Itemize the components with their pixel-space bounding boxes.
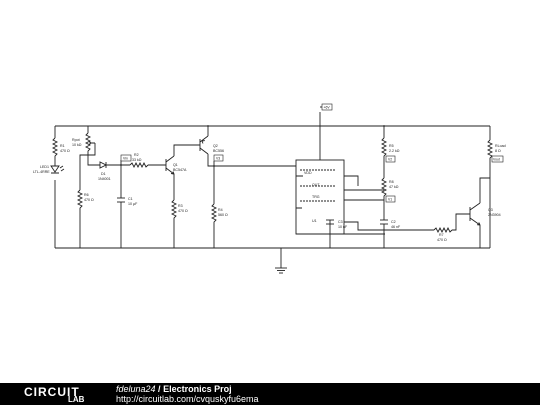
capacitor-c3: C3 10 nF [326,219,348,229]
u1-out-pin: OUT [312,183,320,187]
rpot-wire [87,126,100,166]
vin-label: Vin [123,157,128,161]
resistor-r8: R8 47 kΩ [380,177,399,198]
u1-name: U1 [312,219,317,223]
vcc-label: +6V [324,106,331,110]
r4-value: 560 Ω [218,213,228,217]
resistor-r5: R5 2.2 kΩ [380,137,400,158]
d1-value: 1N4001 [98,177,111,181]
resistor-r2: R2 33 kΩ [129,153,149,169]
r3-value: 470 Ω [178,209,188,213]
r1-value: 470 Ω [60,149,70,153]
q1-name: Q1 [173,163,178,167]
resistor-rload: RLoad 8 Ω [486,139,506,160]
rpot-name: Rpot [72,138,80,142]
q3-value: 2N3904 [488,213,501,217]
q1-value: BC547A [173,168,187,172]
ground-symbol [275,267,287,274]
rload-name: RLoad [495,144,506,148]
r8-name: R8 [389,180,394,184]
vcc-tag: +6V [320,103,333,111]
r6-value: 470 Ω [84,198,94,202]
q1-collector-wire [173,144,200,156]
r7-name: R7 [439,233,444,237]
r3-name: R3 [178,204,183,208]
junction-r5-top [383,125,385,127]
project-byline: fdeluna24 / Electronics Proj [116,384,232,394]
q2-name: Q2 [213,144,218,148]
footer-bar: CIRCUIT LAB fdeluna24 / Electronics Proj… [0,383,540,405]
r7-value: 470 Ω [437,238,447,242]
r1-name: R1 [60,144,65,148]
u1-vdd-pin: VDD [304,171,312,175]
ic-u1: VDD OUT TRG U1 [295,159,345,235]
capacitor-c1: C1 10 µF [117,197,138,206]
u1-right-wires [344,175,384,201]
c2-name: C2 [391,220,396,224]
v2-tag: V2 [385,155,396,163]
resistor-r6: R6 470 Ω [76,189,94,210]
led1-name: LED1 [40,165,49,169]
resistor-r3: R3 470 Ω [170,199,188,220]
c3-value: 10 nF [338,225,348,229]
r7-wire [344,213,470,231]
circuit-schematic: +6V R1 470 Ω LED1 LTL-4RRE Rpot 10 kΩ R6… [33,103,506,274]
rpot-value: 10 kΩ [72,143,82,147]
v2-label: V2 [388,158,392,162]
byline-separator: / [155,384,164,394]
q3-collector-wire [479,177,490,203]
c3-name: C3 [338,220,343,224]
author-link[interactable]: fdeluna24 [116,384,156,394]
vout-tag: Vout [491,155,504,163]
r8-value: 47 kΩ [389,185,399,189]
logo-text-top: CIRCUIT [24,385,80,399]
circuitlab-logo: CIRCUIT LAB [24,385,94,404]
r4-name: R4 [218,208,223,212]
v1-tag: V1 [385,195,396,203]
rload-value: 8 Ω [495,149,501,153]
transistor-q1: Q1 BC547A [165,155,187,175]
v1-label: V1 [388,198,392,202]
u1-left-wires [296,175,303,209]
resistor-r4: R4 560 Ω [210,203,228,224]
led-led1: LED1 LTL-4RRE [33,165,65,174]
v3-tag: V3 [213,154,224,166]
r2-name: R2 [134,153,139,157]
logo-text-bottom: LAB [68,395,85,404]
transistor-q2: Q2 BC556 [199,135,224,155]
v3-label: V3 [216,157,220,161]
r6-name: R6 [84,193,89,197]
u1-trg-pin: TRG [312,195,320,199]
resistor-r7: R7 470 Ω [433,226,453,242]
project-url-link[interactable]: http://circuitlab.com/cvquskyfu6ema [116,394,259,404]
junction-q2-top [207,125,209,127]
vout-label: Vout [493,158,500,162]
project-title: Electronics Proj [163,384,232,394]
r5-value: 2.2 kΩ [389,149,400,153]
led1-value: LTL-4RRE [33,170,50,174]
c1-value: 10 µF [128,202,138,206]
capacitor-c2: C2 46 nF [380,219,401,229]
vin-tag: Vin [120,154,132,165]
potentiometer-rpot: Rpot 10 kΩ [72,132,96,190]
c2-value: 46 nF [391,225,401,229]
c1-name: C1 [128,197,133,201]
r5-name: R5 [389,144,394,148]
q2-collector-wire [207,154,296,167]
r2-value: 33 kΩ [132,158,142,162]
q2-value: BC556 [213,149,224,153]
resistor-r1: R1 470 Ω [51,137,70,158]
transistor-q3: Q3 2N3904 [469,202,501,226]
d1-name: D1 [101,172,106,176]
